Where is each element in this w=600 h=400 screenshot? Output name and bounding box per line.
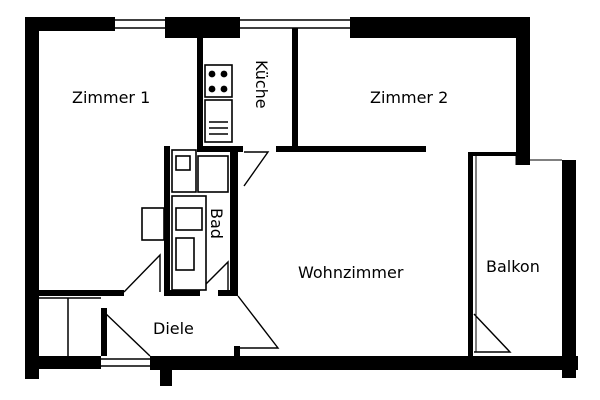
washer-inner-icon (175, 155, 191, 171)
room-label-zimmer1: Zimmer 1 (72, 88, 150, 107)
wall-left (25, 17, 39, 379)
room-label-balkon: Balkon (486, 257, 540, 276)
wall-bad-right (230, 146, 238, 296)
wall-bad-bottom-right (218, 290, 238, 296)
wall-wohn-bottom-stub (234, 346, 240, 356)
stove-burner-icon (220, 85, 228, 93)
stove-burner-icon (220, 70, 228, 78)
stove-icon (204, 64, 233, 98)
wall-right-upper (516, 17, 530, 165)
wall-top-right (350, 17, 528, 38)
balcony-glazing (475, 156, 562, 352)
bathroom-fixtures (141, 149, 229, 291)
doors (103, 151, 512, 357)
wall-balkon-left (468, 152, 473, 356)
wall-bottom-main (150, 356, 578, 370)
wall-bottom-left (25, 356, 101, 369)
wall-zimmer2-wohn (276, 146, 426, 152)
cabinet-icon (197, 155, 229, 193)
outer-walls (25, 17, 578, 386)
room-label-kueche: Küche (252, 60, 271, 109)
wall-kueche-bottom-left (197, 146, 243, 152)
wall-top-center-left (165, 17, 240, 38)
room-label-diele: Diele (153, 319, 194, 338)
wall-bottom-step (160, 356, 172, 386)
wall-zimmer1-kueche (197, 38, 203, 146)
room-labels: Zimmer 1 Zimmer 2 Küche Bad Wohnzimmer B… (72, 60, 540, 338)
door-kueche (243, 151, 270, 187)
door-zimmer1 (123, 253, 161, 293)
wall-diele-stub (101, 308, 107, 356)
toilet-icon (175, 237, 195, 271)
door-diele (103, 311, 151, 357)
door-bad (197, 260, 229, 293)
kitchen-fixtures (204, 64, 233, 143)
room-label-zimmer2: Zimmer 2 (370, 88, 448, 107)
wall-kueche-zimmer2 (292, 28, 298, 146)
wall-bad-bottom (164, 290, 200, 296)
room-label-bad: Bad (207, 208, 226, 239)
stove-burner-icon (208, 85, 216, 93)
interior-walls (39, 28, 516, 356)
room-label-wohnzimmer: Wohnzimmer (298, 263, 404, 282)
wall-balcony-right (562, 160, 576, 378)
bottom-left-lines (39, 297, 101, 356)
bathtub-inner-icon (175, 207, 203, 231)
wall-zimmer1-bottom (39, 290, 124, 296)
wall-top-left (25, 17, 115, 31)
washbasin-icon (141, 207, 165, 241)
wall-bad-left (164, 146, 170, 294)
stove-burner-icon (208, 70, 216, 78)
wall-balkon-top (470, 152, 516, 156)
door-wohnzimmer (237, 295, 280, 349)
door-balkon (473, 313, 512, 353)
sink-icon (204, 99, 233, 143)
